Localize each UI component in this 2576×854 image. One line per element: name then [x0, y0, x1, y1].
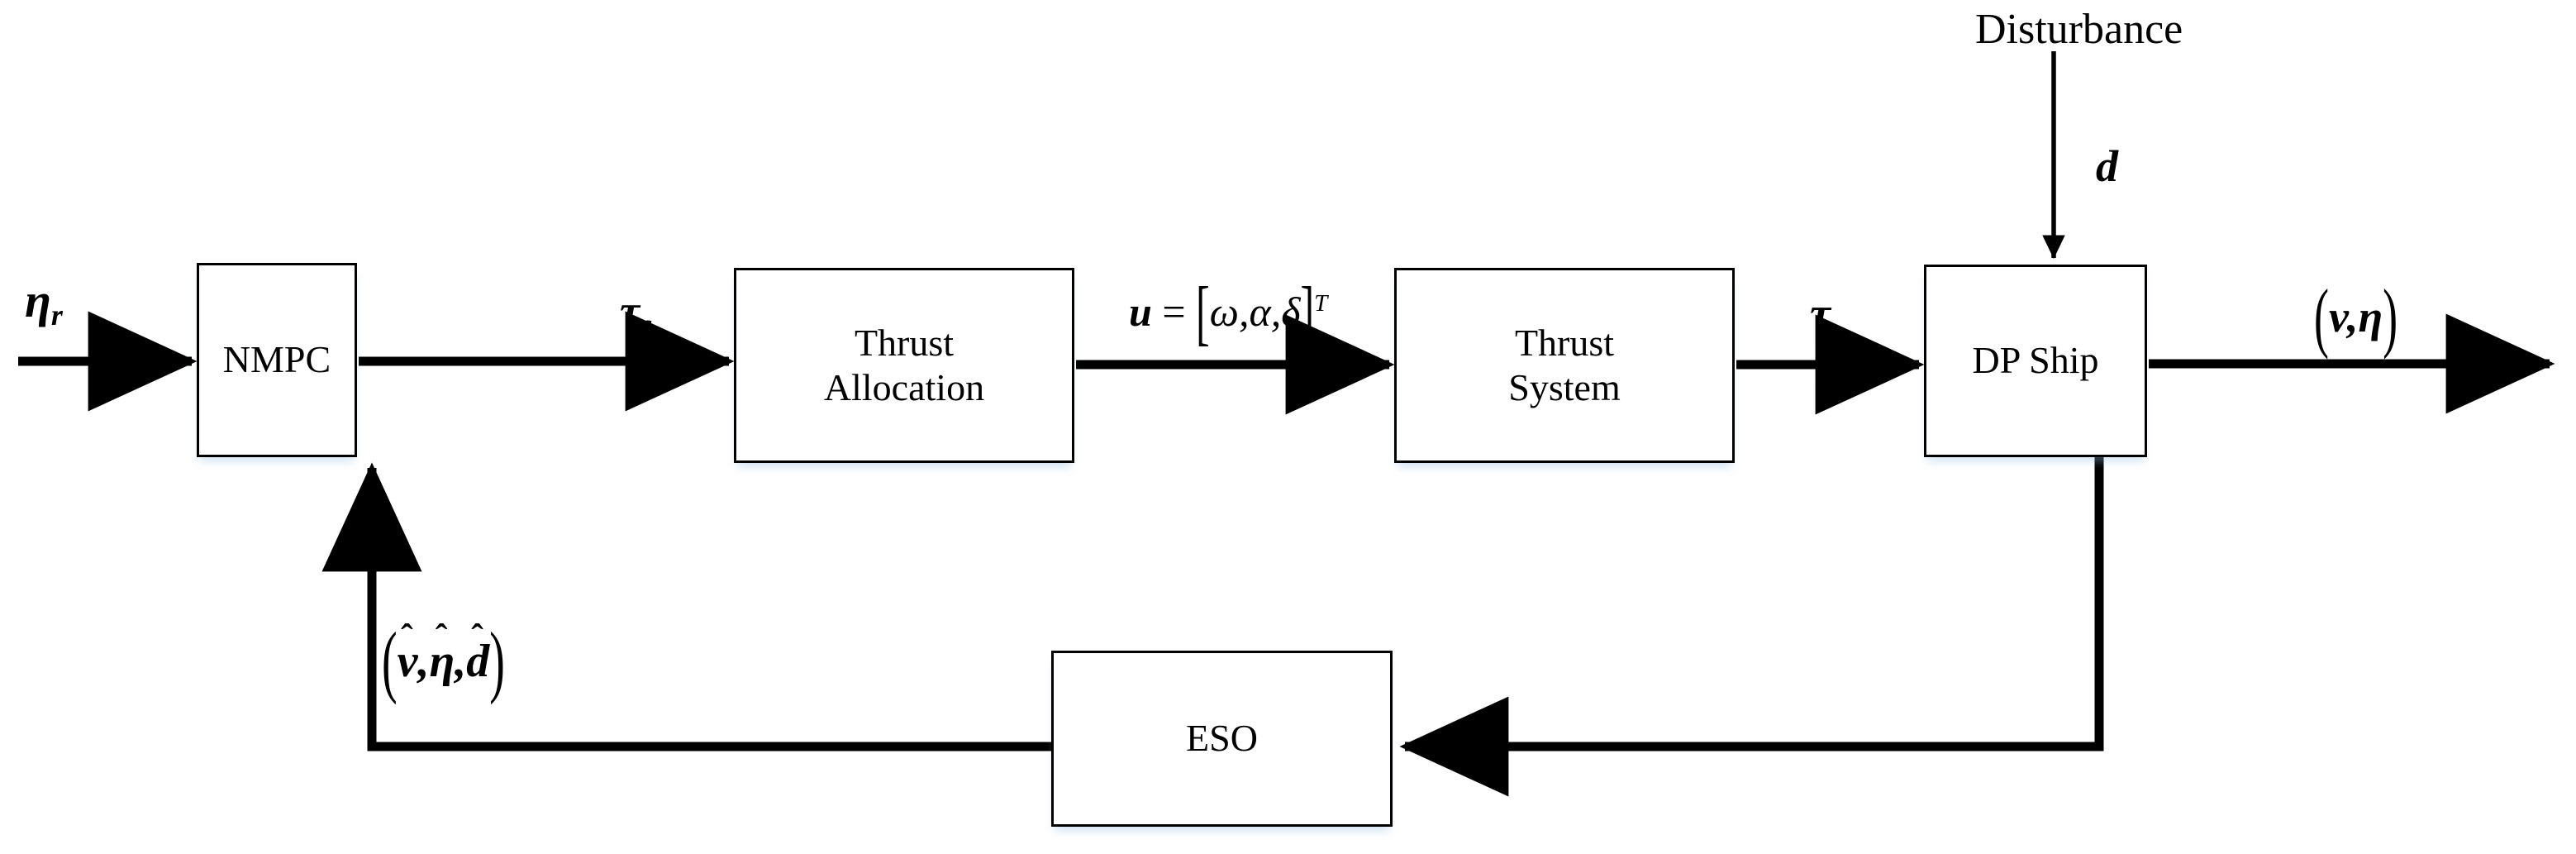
tau-subscript: c	[639, 309, 652, 341]
open-paren-output: (	[2314, 273, 2329, 360]
open-bracket: [	[1196, 271, 1210, 352]
block-thrust-system[interactable]: Thrust System	[1394, 268, 1735, 463]
arrow-eso-to-nmpc	[321, 462, 1051, 751]
control-components: ω,α,δ	[1209, 289, 1301, 335]
v-symbol: v	[2328, 292, 2347, 341]
tau-symbol: τ	[620, 286, 640, 336]
tau-symbol-2: τ	[1810, 289, 1831, 340]
close-bracket: ]	[1300, 271, 1315, 352]
eta-subscript: r	[50, 298, 63, 332]
label-commanded-torque: τc	[620, 285, 652, 341]
equals-sign: =	[1162, 289, 1186, 335]
estimates-comma-1: ,	[417, 636, 430, 687]
block-nmpc[interactable]: NMPC	[197, 263, 357, 457]
eta-symbol-output: η	[2358, 292, 2383, 341]
block-thrust-allocation[interactable]: Thrust Allocation	[734, 268, 1074, 463]
hat-mark-eta: ˆ	[435, 618, 448, 658]
block-nmpc-label: NMPC	[222, 338, 331, 381]
output-comma: ,	[2346, 292, 2359, 341]
close-paren-output: )	[2383, 273, 2398, 360]
eta-hat-base: η	[429, 636, 455, 687]
hat-mark-d: ˆ	[471, 618, 483, 658]
estimates-comma-2: ,	[455, 636, 467, 687]
block-dp-ship[interactable]: DP Ship	[1924, 265, 2147, 457]
block-thrust-system-label: Thrust System	[1508, 321, 1621, 408]
label-control-vector: u = [ω,α,δ]T	[1129, 271, 1328, 352]
block-dp-ship-label: DP Ship	[1972, 339, 2099, 382]
open-paren-estimates: (	[382, 616, 398, 707]
v-hat-base: v	[397, 636, 418, 687]
block-eso[interactable]: ESO	[1051, 651, 1393, 827]
label-disturbance: Disturbance	[1975, 6, 2183, 53]
label-ship-output: (v,η)	[2314, 274, 2397, 360]
block-eso-label: ESO	[1186, 717, 1258, 760]
label-reference-input: ηr	[25, 273, 63, 332]
block-thrust-allocation-label: Thrust Allocation	[823, 321, 985, 408]
transpose-superscript: T	[1314, 290, 1328, 317]
close-paren-estimates: )	[489, 616, 505, 707]
u-symbol: u	[1129, 289, 1152, 335]
label-thrust-torque: τ	[1810, 288, 1831, 341]
hat-mark-v: ˆ	[401, 618, 413, 658]
d-hat-base: d	[466, 636, 490, 687]
arrow-ship-to-eso	[1399, 457, 2104, 797]
label-disturbance-symbol: d	[2096, 141, 2118, 191]
eta-symbol: η	[25, 274, 51, 327]
